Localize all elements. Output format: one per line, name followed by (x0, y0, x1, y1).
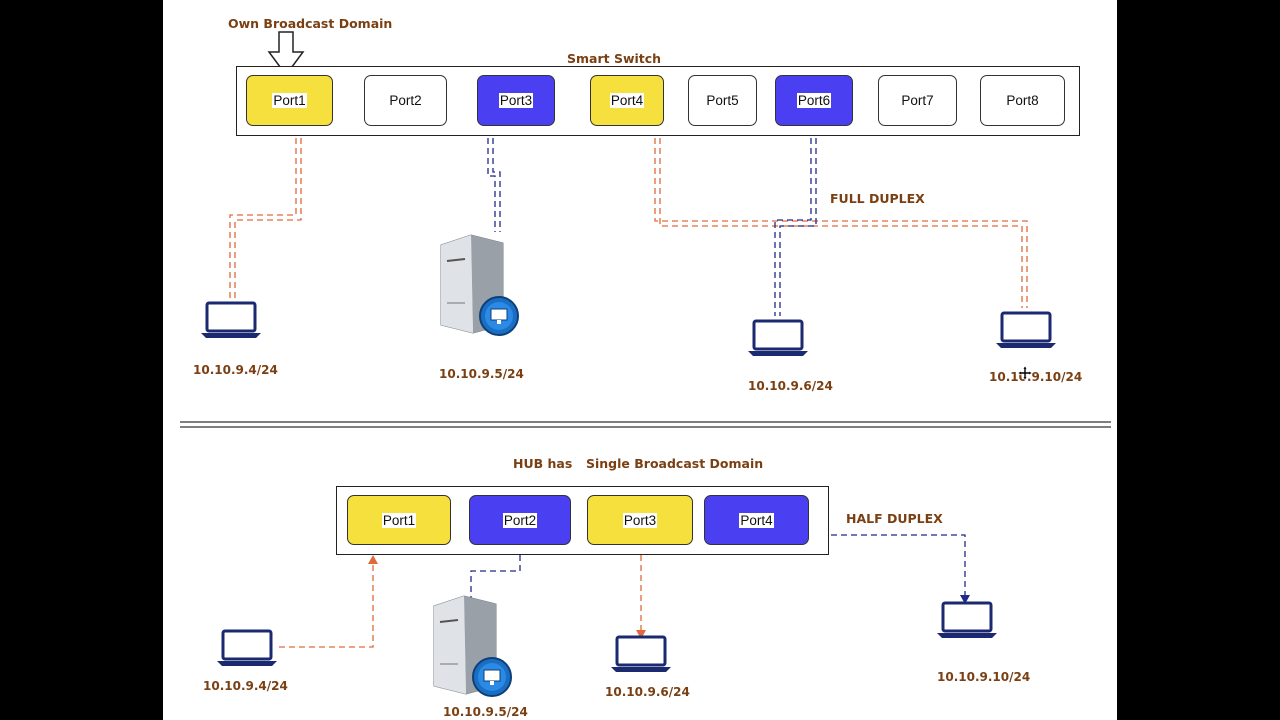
own-broadcast-domain-label: Own Broadcast Domain (228, 16, 393, 31)
port-label: Port2 (502, 512, 538, 528)
switch-port-6[interactable]: Port6 (775, 75, 853, 126)
port-label: Port4 (739, 512, 774, 528)
server-icon (433, 595, 512, 697)
port-label: Port2 (389, 93, 422, 108)
laptop-icon (217, 629, 277, 666)
host-ip: 10.10.9.10/24 (937, 670, 1031, 684)
port-label: Port8 (1006, 93, 1039, 108)
port-label: Port3 (498, 93, 534, 108)
host-ip: 10.10.9.10/24 (989, 370, 1083, 384)
switch-port-8[interactable]: Port8 (980, 75, 1065, 126)
laptop-icon (611, 635, 671, 672)
laptop-icon (748, 319, 808, 356)
hub-port-4[interactable]: Port4 (704, 495, 809, 545)
laptop-icon (937, 601, 997, 638)
diagram-canvas: Own Broadcast Domain Smart Switch Port1 … (163, 0, 1117, 720)
port-label: Port1 (381, 512, 417, 528)
host-ip: 10.10.9.5/24 (439, 367, 524, 381)
switch-port-3[interactable]: Port3 (477, 75, 555, 126)
half-duplex-label: HALF DUPLEX (846, 511, 943, 526)
host-ip: 10.10.9.5/24 (443, 705, 528, 719)
switch-port-1[interactable]: Port1 (246, 75, 333, 126)
laptop-icon (996, 311, 1056, 348)
port-label: Port7 (901, 93, 934, 108)
full-duplex-label: FULL DUPLEX (830, 191, 925, 206)
port-label: Port3 (622, 512, 658, 528)
hub-title-part2: Single Broadcast Domain (586, 456, 764, 471)
switch-port-5[interactable]: Port5 (688, 75, 757, 126)
move-cursor-icon (1018, 366, 1032, 380)
hub-port-2[interactable]: Port2 (469, 495, 571, 545)
hub-port-1[interactable]: Port1 (347, 495, 451, 545)
smart-switch-title: Smart Switch (567, 51, 662, 66)
host-ip: 10.10.9.6/24 (748, 379, 833, 393)
host-ip: 10.10.9.6/24 (605, 685, 690, 699)
hub-port-3[interactable]: Port3 (587, 495, 693, 545)
switch-port-2[interactable]: Port2 (364, 75, 447, 126)
down-arrow-icon (267, 31, 305, 77)
hub-title-part1: HUB has (513, 456, 573, 471)
laptop-icon (201, 301, 261, 338)
switch-port-7[interactable]: Port7 (878, 75, 957, 126)
port-label: Port6 (796, 93, 832, 108)
switch-port-4[interactable]: Port4 (590, 75, 664, 126)
port-label: Port1 (272, 93, 307, 108)
server-icon (440, 234, 519, 336)
connection-lines (180, 138, 1111, 648)
host-ip: 10.10.9.4/24 (203, 679, 288, 693)
host-ip: 10.10.9.4/24 (193, 363, 278, 377)
port-label: Port4 (609, 93, 645, 108)
port-label: Port5 (706, 93, 739, 108)
